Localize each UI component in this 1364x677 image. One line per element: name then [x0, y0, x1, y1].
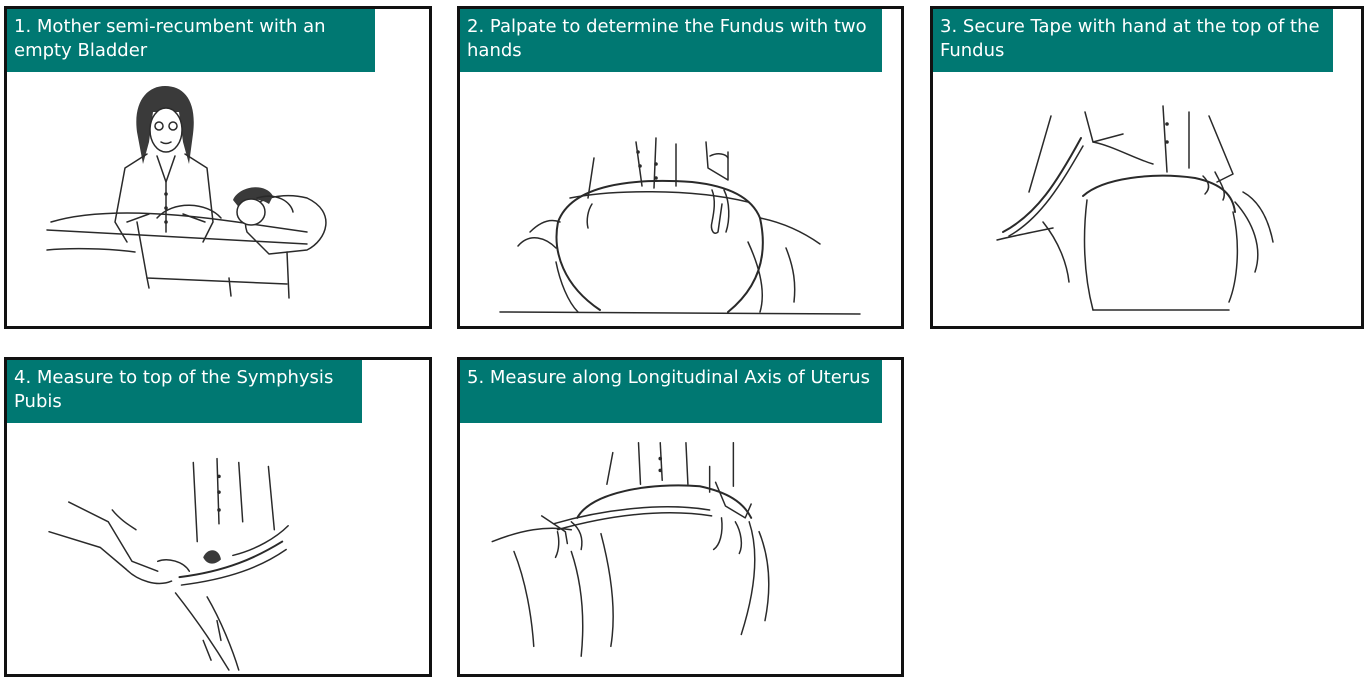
- panel-5: 5. Measure along Longitudinal Axis of Ut…: [457, 357, 904, 677]
- panel-5-illustration: [460, 423, 901, 674]
- panel-3-illustration: [933, 72, 1361, 326]
- measuring-longitudinal-axis-icon: [460, 423, 901, 674]
- panel-1-caption: 1. Mother semi-recumbent with an empty B…: [7, 9, 375, 72]
- mother-on-bed-with-midwife-icon: [7, 72, 429, 326]
- panel-3: 3. Secure Tape with hand at the top of t…: [930, 6, 1364, 329]
- securing-tape-icon: [933, 72, 1361, 326]
- panel-4-illustration: [7, 423, 429, 674]
- panel-4: 4. Measure to top of the Symphysis Pubis: [4, 357, 432, 677]
- panel-4-caption: 4. Measure to top of the Symphysis Pubis: [7, 360, 362, 423]
- measuring-symphysis-icon: [7, 423, 429, 674]
- panel-1-illustration: [7, 72, 429, 326]
- panel-1: 1. Mother semi-recumbent with an empty B…: [4, 6, 432, 329]
- panel-2-illustration: [460, 72, 901, 326]
- palpating-fundus-icon: [460, 72, 901, 326]
- panel-2-caption: 2. Palpate to determine the Fundus with …: [460, 9, 882, 72]
- panel-2: 2. Palpate to determine the Fundus with …: [457, 6, 904, 329]
- panel-3-caption: 3. Secure Tape with hand at the top of t…: [933, 9, 1333, 72]
- panel-5-caption: 5. Measure along Longitudinal Axis of Ut…: [460, 360, 882, 423]
